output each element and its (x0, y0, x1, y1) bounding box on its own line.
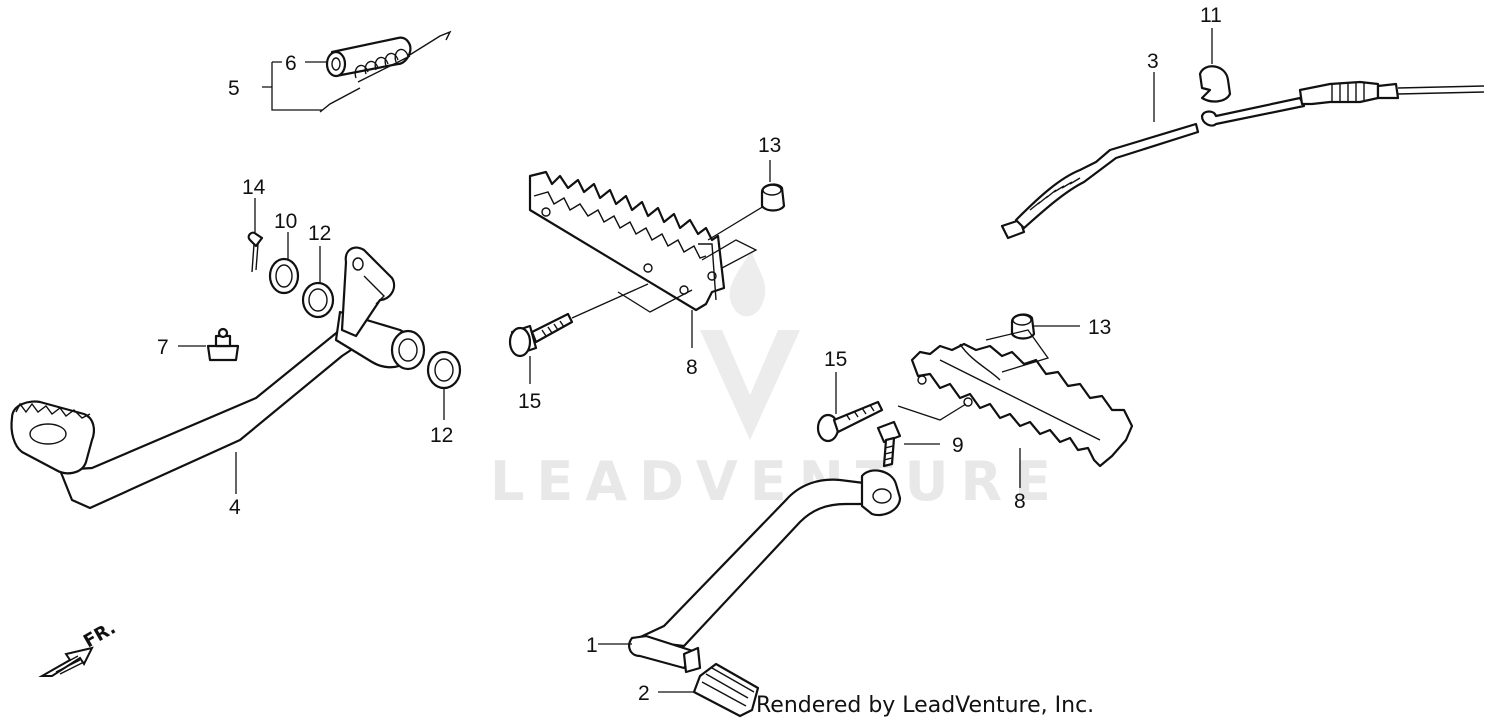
grease-fitting (206, 327, 240, 362)
brake-cable (1000, 80, 1485, 240)
watermark: LEADVENTURE (490, 250, 1063, 513)
callout-15-right: 15 (824, 348, 847, 371)
callout-1: 1 (586, 634, 598, 657)
flange-bolt-left (508, 312, 574, 358)
callout-14: 14 (242, 176, 266, 199)
callout-10: 10 (274, 210, 297, 233)
collar-nut-lower (1010, 313, 1036, 340)
callout-2: 2 (638, 682, 650, 705)
washer (268, 257, 300, 295)
cotter-pin (247, 231, 264, 273)
oil-seal-lower (426, 350, 462, 390)
callout-8-right: 8 (1014, 490, 1026, 513)
callout-8-left: 8 (686, 356, 698, 379)
callout-12-upper: 12 (308, 222, 331, 245)
bolt-small (876, 420, 902, 468)
shift-pedal-rubber (692, 662, 760, 718)
forward-direction-indicator: FR. (38, 617, 119, 677)
credit-text: Rendered by LeadVenture, Inc. (756, 693, 1094, 718)
callout-13-upper: 13 (758, 134, 781, 157)
brake-pedal (10, 246, 426, 510)
watermark-text: LEADVENTURE (490, 450, 1063, 513)
callout-labels: 1 2 3 4 5 6 7 8 8 9 10 11 12 12 13 13 14… (157, 4, 1222, 705)
callout-7: 7 (157, 336, 169, 359)
callout-13-lower: 13 (1088, 316, 1111, 339)
callout-3: 3 (1147, 50, 1159, 73)
oil-seal-upper (301, 281, 335, 319)
callout-12-lower: 12 (430, 424, 453, 447)
callout-4: 4 (229, 496, 241, 519)
callout-5: 5 (228, 77, 240, 100)
collar-nut-upper (760, 183, 786, 212)
footpeg-right (897, 329, 1134, 468)
flange-bolt-right (816, 400, 884, 443)
footpeg-left (528, 170, 758, 313)
callout-9: 9 (952, 434, 964, 457)
spring-and-sleeve (319, 30, 452, 113)
callout-11: 11 (1200, 4, 1222, 27)
direction-label: FR. (80, 617, 119, 652)
callout-15-left: 15 (518, 390, 541, 413)
shift-lever (628, 469, 902, 674)
callout-6: 6 (285, 52, 297, 75)
cable-clip (1198, 65, 1232, 103)
